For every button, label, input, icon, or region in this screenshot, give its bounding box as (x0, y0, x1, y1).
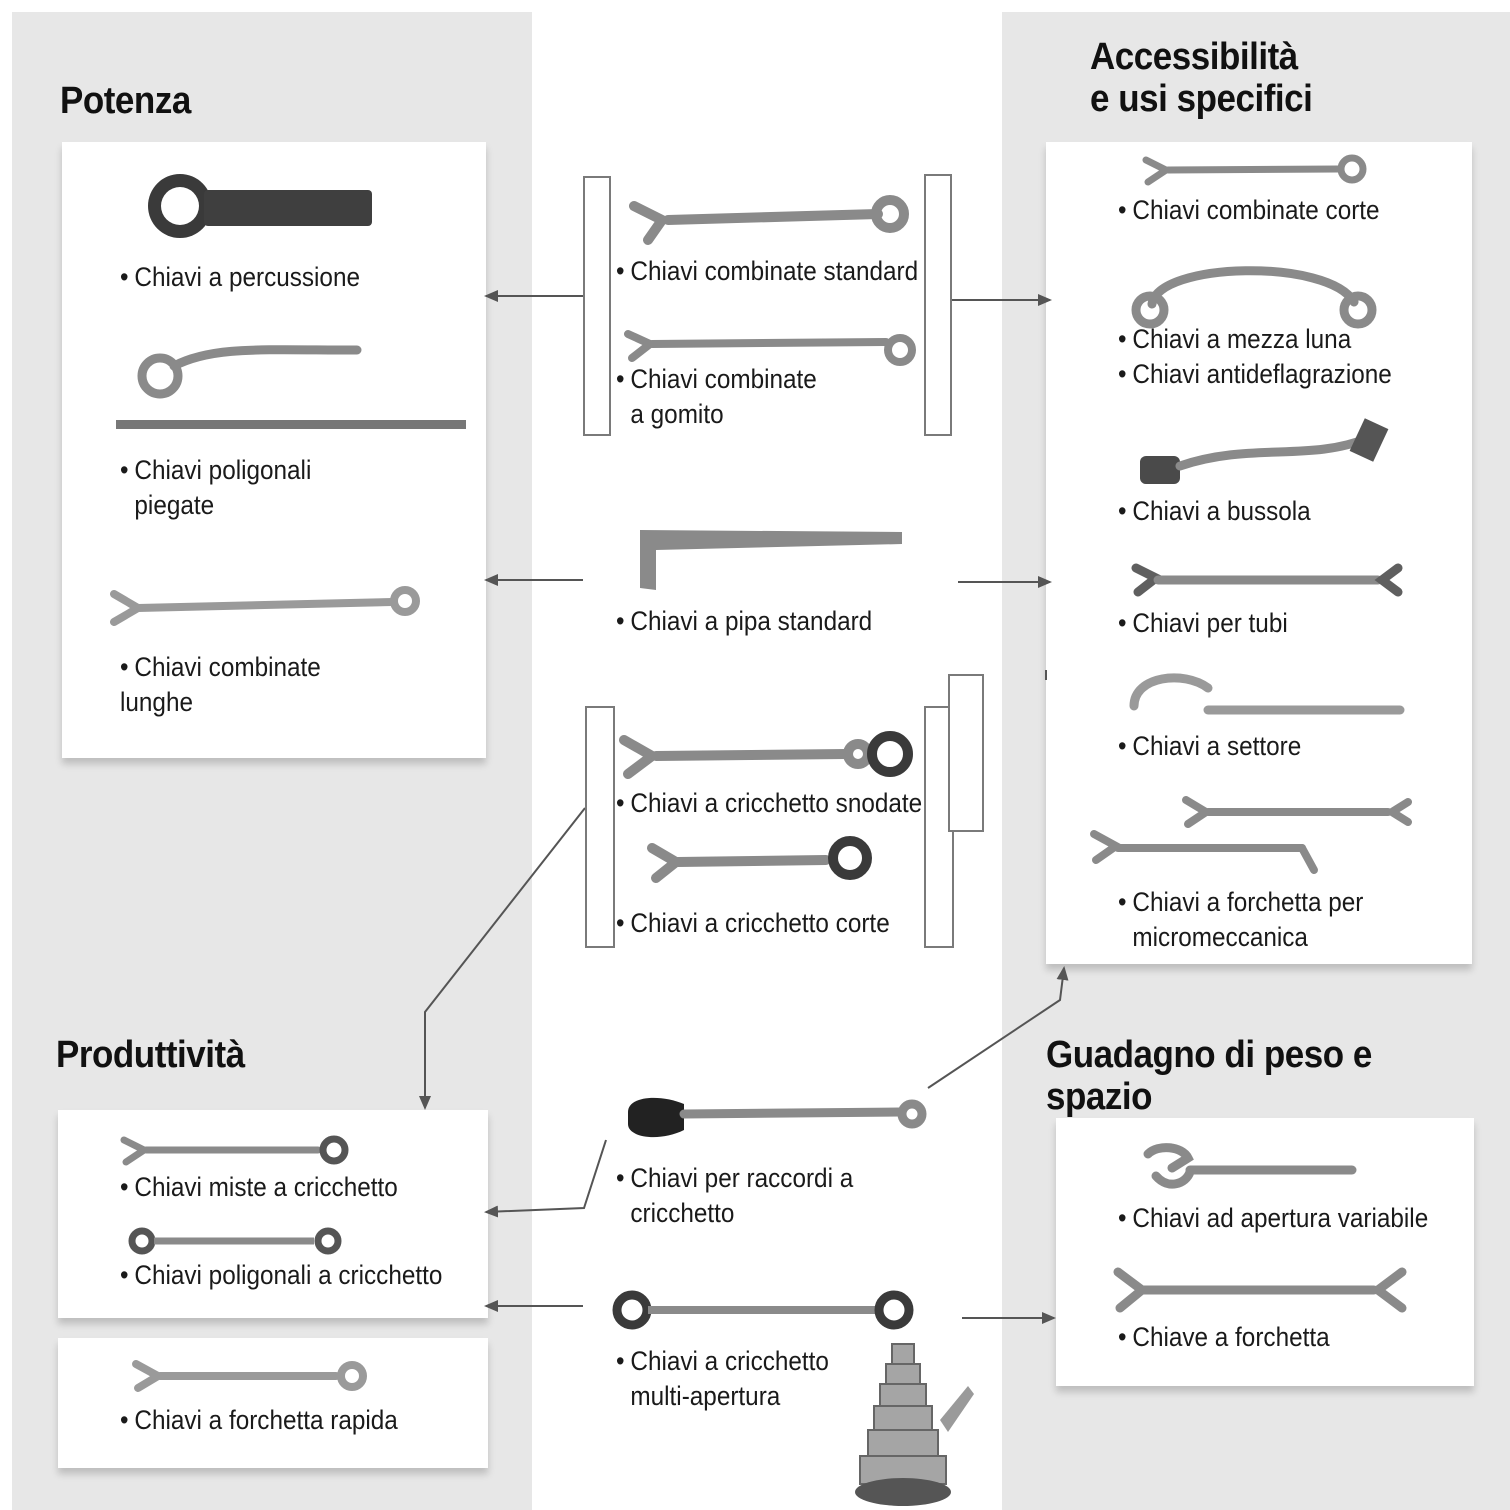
label-poligonali-cricchetto: •Chiavi poligonali a cricchetto (120, 1260, 443, 1290)
heading-accessibilita: Accessibilità e usi specifici (1090, 36, 1313, 120)
wrench-gomito-icon (624, 330, 916, 366)
wrench-micromeccanica-icon (1090, 796, 1412, 874)
wrench-poligonale-piegata-icon (116, 345, 466, 429)
wrench-tubi-icon (1131, 563, 1403, 597)
socket-stack-icon (855, 1343, 974, 1506)
label-settore: •Chiavi a settore (1118, 731, 1302, 761)
wrench-multi-apertura-icon (612, 1290, 914, 1330)
heading-produttivita: Produttività (56, 1034, 245, 1076)
label-apertura-variabile: •Chiavi ad apertura variabile (1118, 1203, 1429, 1233)
wrench-combinata-standard-icon (629, 195, 909, 245)
bracket-bar-left-bottom (585, 706, 615, 948)
wrench-settore-icon (1129, 673, 1405, 715)
accessibilita-card (1046, 142, 1472, 964)
wrench-forchetta-rapida-icon (132, 1360, 367, 1392)
label-combinate-corte: •Chiavi combinate corte (1118, 195, 1380, 225)
label-antideflagrazione: •Chiavi antideflagrazione (1118, 359, 1392, 389)
label-chiave-forchetta: •Chiave a forchetta (1118, 1322, 1330, 1352)
arrow-raccordi-to-accessibilita (927, 966, 1069, 1089)
label-cricchetto-snodate: •Chiavi a cricchetto snodate (616, 788, 923, 818)
wrench-combinata-lunga-icon (110, 586, 420, 626)
potenza-card (62, 142, 486, 758)
bracket-bar-right-bottom-offset (948, 674, 984, 832)
wrench-mezza-luna-icon (1131, 266, 1377, 329)
label-forchetta-rapida: •Chiavi a forchetta rapida (120, 1405, 398, 1435)
label-combinate-standard: •Chiavi combinate standard (616, 256, 919, 286)
heading-guadagno: Guadagno di peso e spazio (1046, 1034, 1372, 1118)
bracket-bar-left-top (583, 176, 611, 436)
arrow-cricchetto-to-produttivita (419, 807, 586, 1110)
bracket-bar-right-top (924, 174, 952, 436)
wrench-pipa-icon (640, 530, 902, 590)
heading-potenza: Potenza (60, 80, 191, 122)
wrench-cricchetto-corta-icon (647, 836, 872, 883)
label-tubi: •Chiavi per tubi (1118, 608, 1288, 638)
wrench-cricchetto-snodata-icon (619, 731, 913, 779)
wrench-raccordi-cricchetto-icon (628, 1097, 927, 1138)
label-cricchetto-corte: •Chiavi a cricchetto corte (616, 908, 890, 938)
guadagno-card (1056, 1118, 1474, 1386)
wrench-poligonale-cricchetto-icon (128, 1227, 342, 1255)
label-percussione: •Chiavi a percussione (120, 262, 360, 292)
label-pipa: •Chiavi a pipa standard (616, 606, 873, 636)
wrench-forchetta-icon (1113, 1267, 1407, 1313)
wrench-bussola-icon (1140, 418, 1389, 484)
produttivita-card-2 (58, 1338, 488, 1468)
wrench-percussione-icon (148, 174, 372, 238)
wrench-apertura-variabile-icon (1143, 1143, 1357, 1189)
label-mezza-luna: •Chiavi a mezza luna (1118, 324, 1352, 354)
label-miste-cricchetto: •Chiavi miste a cricchetto (120, 1172, 398, 1202)
label-bussola: •Chiavi a bussola (1118, 496, 1311, 526)
wrench-combinata-corta-icon (1142, 154, 1367, 186)
arrow-raccordi-to-produttivita (484, 1139, 607, 1218)
wrench-mista-cricchetto-icon (120, 1135, 349, 1166)
